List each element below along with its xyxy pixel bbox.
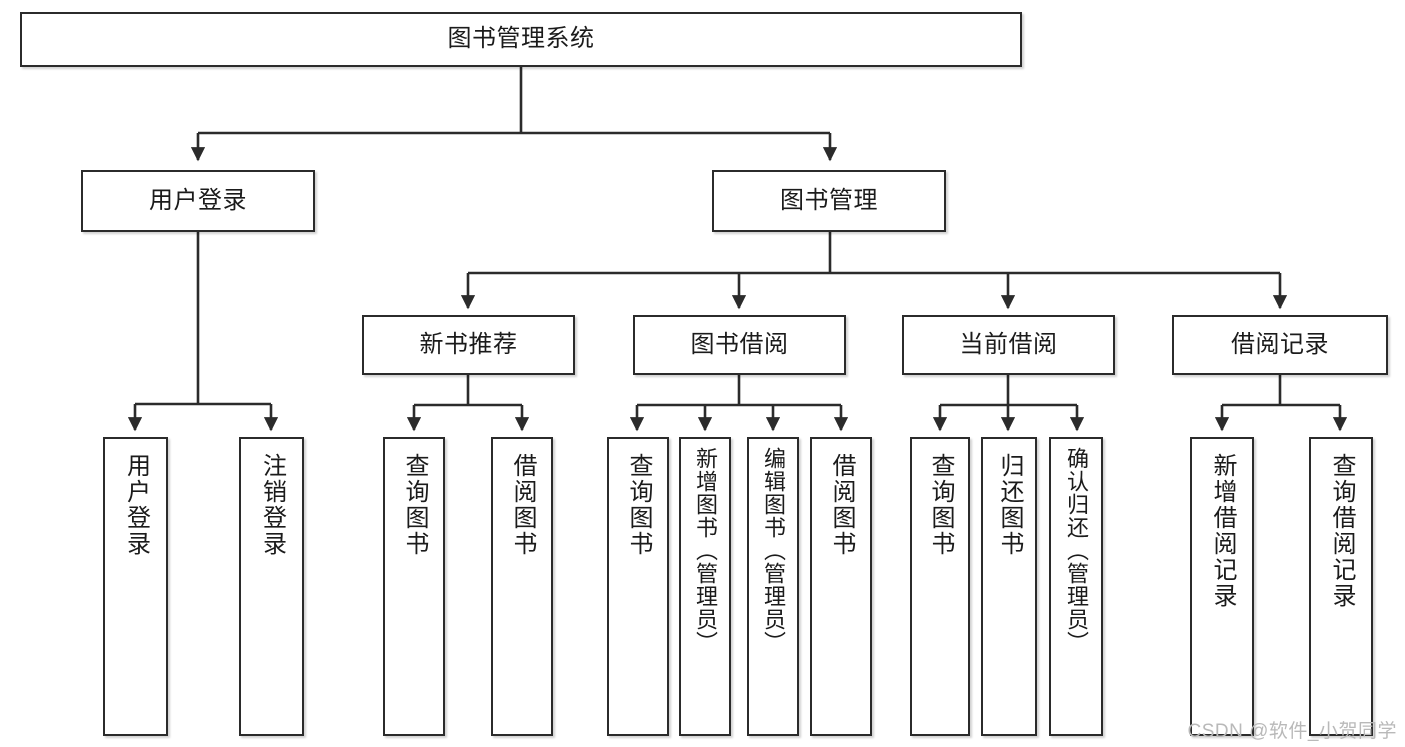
node-label: 图书管理系统: [447, 25, 595, 53]
node-label: 新书推荐: [419, 330, 518, 358]
node-leaf-logout-login[interactable]: 注销登录: [239, 437, 304, 736]
node-current-borrow[interactable]: 当前借阅: [902, 315, 1115, 375]
node-label: 新增图书（管理员）: [693, 447, 718, 654]
node-label: 编辑图书（管理员）: [761, 447, 786, 654]
node-book-borrow[interactable]: 图书借阅: [633, 315, 846, 375]
node-label: 借阅图书: [509, 453, 536, 557]
node-leaf-borrow-book-2[interactable]: 借阅图书: [810, 437, 872, 736]
node-new-book-recommend[interactable]: 新书推荐: [362, 315, 575, 375]
node-label: 当前借阅: [959, 330, 1058, 358]
node-label: 注销登录: [258, 453, 286, 557]
node-label: 归还图书: [996, 453, 1023, 557]
node-user-login[interactable]: 用户登录: [81, 170, 315, 232]
node-leaf-borrow-book-1[interactable]: 借阅图书: [491, 437, 553, 736]
node-leaf-add-record[interactable]: 新增借阅记录: [1190, 437, 1254, 736]
node-label: 借阅图书: [828, 453, 855, 557]
node-label: 用户登录: [122, 453, 150, 557]
node-label: 用户登录: [149, 186, 247, 214]
node-label: 确认归还（管理员）: [1064, 447, 1089, 654]
node-leaf-confirm-return[interactable]: 确认归还（管理员）: [1049, 437, 1103, 736]
node-leaf-edit-book[interactable]: 编辑图书（管理员）: [747, 437, 799, 736]
node-label: 借阅记录: [1231, 330, 1329, 358]
node-label: 查询借阅记录: [1328, 453, 1355, 609]
node-borrow-record[interactable]: 借阅记录: [1172, 315, 1388, 375]
node-label: 查询图书: [625, 453, 652, 557]
node-leaf-query-book-1[interactable]: 查询图书: [383, 437, 445, 736]
node-label: 新增借阅记录: [1209, 453, 1236, 609]
node-leaf-query-book-3[interactable]: 查询图书: [910, 437, 970, 736]
node-leaf-query-record[interactable]: 查询借阅记录: [1309, 437, 1373, 736]
node-root-system[interactable]: 图书管理系统: [20, 12, 1022, 67]
node-leaf-add-book[interactable]: 新增图书（管理员）: [679, 437, 731, 736]
node-label: 图书借阅: [690, 330, 789, 358]
csdn-watermark: CSDN @软件_小贺同学: [1187, 721, 1397, 742]
node-label: 查询图书: [401, 453, 428, 557]
node-leaf-return-book[interactable]: 归还图书: [981, 437, 1037, 736]
node-label: 查询图书: [927, 453, 954, 557]
node-leaf-query-book-2[interactable]: 查询图书: [607, 437, 669, 736]
node-leaf-user-login[interactable]: 用户登录: [103, 437, 168, 736]
node-book-manage[interactable]: 图书管理: [712, 170, 946, 232]
node-label: 图书管理: [780, 186, 878, 214]
